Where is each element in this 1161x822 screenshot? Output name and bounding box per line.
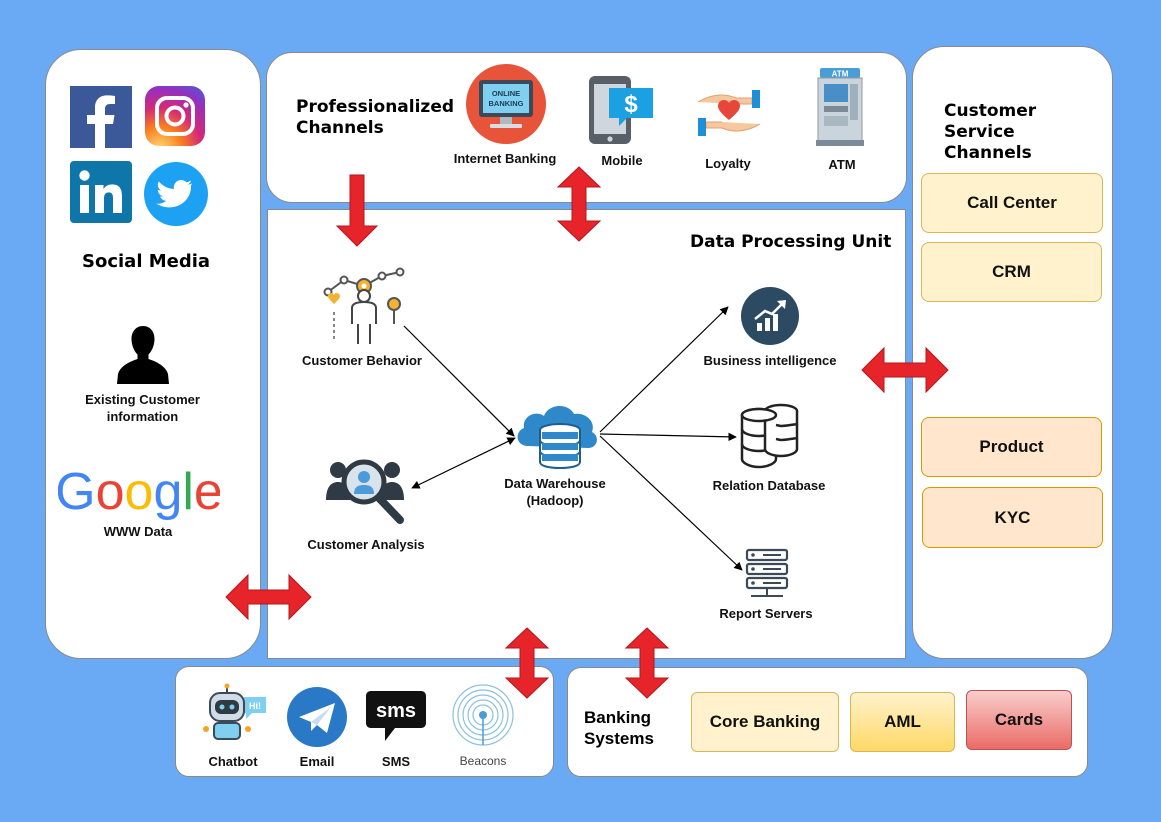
report-servers-icon <box>745 548 789 597</box>
banking-systems-title: Banking Systems <box>584 708 654 748</box>
core-banking-box[interactable]: Core Banking <box>691 692 839 752</box>
aml-box[interactable]: AML <box>850 692 955 752</box>
online-banking-icon: ONLINE BANKING <box>466 64 546 144</box>
loyalty-label: Loyalty <box>705 156 751 171</box>
business-intelligence-icon <box>741 287 799 345</box>
report-servers-label: Report Servers <box>719 606 813 621</box>
customer-analysis-label: Customer Analysis <box>307 537 425 552</box>
svg-text:ATM: ATM <box>832 70 849 79</box>
google-logo: Google <box>58 463 220 521</box>
crm-box[interactable]: CRM <box>921 242 1102 302</box>
atm-machine-icon: ATM <box>816 68 864 146</box>
data-processing-unit-title: Data Processing Unit <box>690 232 892 252</box>
customer-analysis-icon <box>326 459 404 524</box>
professionalized-channels-title: Professionalized Channels <box>296 97 455 138</box>
kyc-box[interactable]: KYC <box>922 487 1103 548</box>
customer-behavior-label: Customer Behavior <box>302 353 422 368</box>
instagram-icon <box>145 86 205 146</box>
social-media-panel <box>45 49 261 659</box>
beacons-icon <box>452 684 514 746</box>
linkedin-icon <box>70 161 132 223</box>
sms-icon: sms <box>366 691 426 741</box>
mobile-payment-icon: $ <box>589 76 653 144</box>
relation-database-label: Relation Database <box>712 478 826 493</box>
sms-label: SMS <box>381 754 411 769</box>
svg-text:Hi!: Hi! <box>249 701 261 711</box>
social-media-title: Social Media <box>82 251 211 272</box>
cards-box[interactable]: Cards <box>966 690 1072 750</box>
svg-text:ONLINE: ONLINE <box>492 89 520 98</box>
data-warehouse-sublabel: (Hadoop) <box>526 493 584 508</box>
www-data-label: WWW Data <box>103 524 173 539</box>
email-label: Email <box>299 754 335 769</box>
svg-text:$: $ <box>624 91 638 118</box>
loyalty-hands-heart-icon <box>697 90 761 136</box>
product-box[interactable]: Product <box>921 417 1102 477</box>
twitter-icon <box>144 162 208 226</box>
person-silhouette-icon <box>117 326 169 384</box>
svg-text:sms: sms <box>376 700 416 722</box>
business-intelligence-label: Business intelligence <box>703 353 837 368</box>
atm-label: ATM <box>828 157 856 172</box>
email-icon <box>287 687 347 747</box>
chatbot-icon: Hi! <box>203 683 266 740</box>
internet-banking-label: Internet Banking <box>453 151 557 166</box>
data-warehouse-cloud-icon <box>517 405 597 470</box>
customer-service-channels-title: Customer Service Channels <box>944 101 1037 163</box>
customer-behavior-icon <box>323 267 405 344</box>
chatbot-label: Chatbot <box>208 754 258 769</box>
call-center-box[interactable]: Call Center <box>921 173 1103 233</box>
relation-database-icon <box>740 403 799 469</box>
existing-customer-label: Existing Customer information <box>85 392 200 424</box>
beacons-label: Beacons <box>459 754 507 768</box>
facebook-icon <box>70 86 132 148</box>
svg-text:BANKING: BANKING <box>489 99 524 108</box>
data-warehouse-label: Data Warehouse <box>504 476 606 491</box>
svg-text:Google: Google <box>58 463 220 521</box>
mobile-label: Mobile <box>601 153 643 168</box>
